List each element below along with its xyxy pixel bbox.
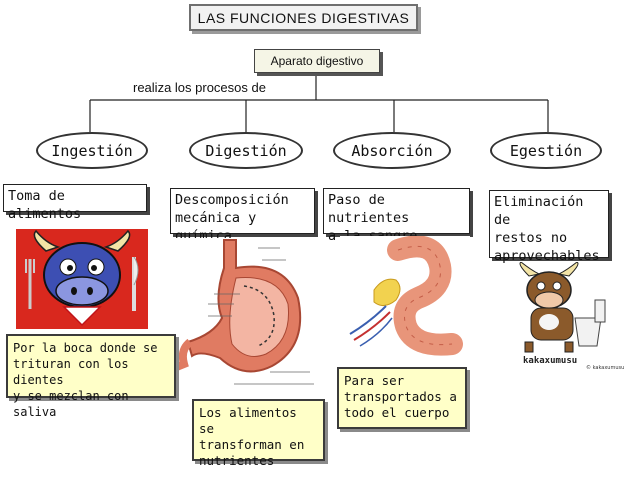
cow-toilet-icon: kakaxumusu [505,262,613,370]
note-absorption: Para ser transportados a todo el cuerpo [337,367,467,429]
logo-credit: © kakaxumusu [586,365,625,371]
cow-eating-icon [16,229,148,329]
process-digestion: Digestión [189,132,303,169]
stomach-diagram-icon [174,238,324,396]
process-absorption: Absorción [333,132,451,169]
edge-label: realiza los procesos de [133,80,266,95]
intestine-diagram-icon [340,236,470,364]
description-ingestion: Toma de alimentos [3,184,147,222]
note-digestion: Los alimentos se transforman en nutrient… [192,399,325,468]
process-egestion: Egestión [490,132,602,169]
description-egestion: Eliminación de restos no aprovechables [489,190,609,264]
logo-text: kakaxumusu [523,356,577,366]
root-node: Aparato digestivo [254,49,380,73]
note-ingestion: Por la boca donde se trituran con los di… [6,334,176,419]
diagram-title: LAS FUNCIONES DIGESTIVAS [189,4,418,31]
description-digestion: Descomposición mecánica y química [170,188,315,244]
process-ingestion: Ingestión [36,132,148,169]
description-absorption: Paso de nutrientes a la sangre [323,188,470,244]
